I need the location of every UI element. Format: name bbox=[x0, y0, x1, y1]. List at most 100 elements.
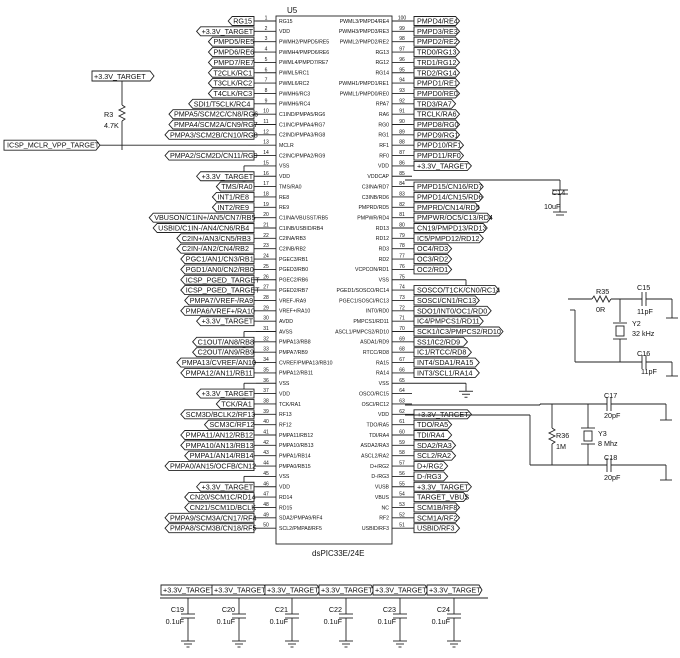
net-flag: OC2/RD1 bbox=[413, 264, 453, 275]
pin-number: 40 bbox=[263, 419, 269, 425]
pin-number: 54 bbox=[399, 492, 405, 498]
pin-name: VDD bbox=[279, 391, 290, 397]
c15-value: 11pF bbox=[637, 307, 653, 316]
pin-number: 18 bbox=[263, 191, 269, 197]
net-flag: USBID/RF3 bbox=[413, 523, 461, 534]
pin-number: 42 bbox=[263, 440, 269, 446]
pin-name: PMPA7/RB9 bbox=[279, 350, 308, 356]
pin-number: 81 bbox=[399, 212, 405, 218]
pin-name: RE9 bbox=[279, 205, 289, 211]
net-flag: TRCLK/RA6 bbox=[413, 109, 461, 120]
pin-number: 95 bbox=[399, 67, 405, 73]
pin-number: 45 bbox=[263, 471, 269, 477]
pin-number: 12 bbox=[263, 129, 269, 135]
pin-name: VBUS bbox=[375, 495, 390, 501]
mclr-pullup: +3.3V_TARGET R3 4.7K bbox=[91, 70, 155, 150]
pin-name: PMPA13/RB8 bbox=[279, 340, 311, 346]
net-flag: C2OUT/AN9/RB9 bbox=[192, 347, 255, 358]
pin-name: VREF-/RA9 bbox=[279, 298, 306, 304]
net-flag: PMPA9/SCM3A/CN17/RF4 bbox=[164, 512, 257, 523]
pin-number: 84 bbox=[399, 181, 405, 187]
pin-name: VSS bbox=[279, 474, 290, 480]
ic-reference: U5 bbox=[287, 6, 298, 15]
net-label: PMPA4/SCM2A/CN9/RG7 bbox=[174, 120, 258, 129]
pin-name: D-/RG3 bbox=[371, 474, 389, 480]
net-flag: TRD1/RG12 bbox=[413, 57, 461, 68]
net-flag: PMPD0/RE0 bbox=[413, 88, 461, 99]
net-label: PMPA9/SCM3A/CN17/RF4 bbox=[170, 513, 257, 522]
pin-name: AVSS bbox=[279, 329, 293, 335]
pin-name: RTCC/RD8 bbox=[363, 350, 389, 356]
net-flag: T4CLK/RC3 bbox=[207, 88, 255, 99]
pin-name: ASCL2/RA2 bbox=[361, 454, 389, 460]
pin-number: 43 bbox=[263, 450, 269, 456]
pin-number: 26 bbox=[263, 274, 269, 280]
pin-number: 3 bbox=[265, 36, 268, 42]
net-label: SCK1/IC3/PMPCS2/RD10 bbox=[417, 327, 501, 336]
net-label: D-/RG3 bbox=[417, 472, 441, 481]
net-label: +3.3V_TARGET bbox=[202, 317, 254, 326]
net-label: TRD3/RA7 bbox=[417, 99, 452, 108]
net-flag: PMPA5/SCM2C/CN8/RG6 bbox=[168, 109, 258, 120]
pin-number: 16 bbox=[263, 171, 269, 177]
pin-name: C3INA/RD7 bbox=[362, 184, 389, 190]
pin-number: 32 bbox=[263, 336, 269, 342]
net-label: PMPD14/CN15/RD6 bbox=[417, 192, 483, 201]
y2-crystal bbox=[615, 325, 625, 337]
net-flag: PGC1/AN1/CN3/RB1 bbox=[180, 254, 255, 264]
pin-number: 88 bbox=[399, 140, 405, 146]
pin-number: 46 bbox=[263, 481, 269, 487]
net-label: PMPA10/AN13/RB13 bbox=[186, 441, 254, 450]
net-label: OC2/RD1 bbox=[417, 265, 448, 274]
pin-number: 1 bbox=[265, 16, 268, 22]
net-label: CN20/SCM1C/RD14 bbox=[190, 493, 256, 502]
pin-number: 39 bbox=[263, 409, 269, 415]
pin-name: PMPA11/RB12 bbox=[279, 433, 313, 439]
net-flag: PMPD8/RG0 bbox=[413, 119, 461, 130]
net-label: PMPD3/RE3 bbox=[417, 27, 458, 36]
net-label: PMPD11/RF0 bbox=[417, 151, 461, 160]
r3-supply-flag bbox=[91, 70, 155, 82]
c15-ref: C15 bbox=[637, 283, 650, 292]
net-label: SCM1B/RF8 bbox=[417, 503, 457, 512]
net-flag: PMPRD/CN14/RD5 bbox=[413, 202, 480, 213]
net-flag: SCL2/RA2 bbox=[413, 450, 457, 461]
net-flag: INT2/RE9 bbox=[211, 202, 255, 213]
pin-number: 82 bbox=[399, 202, 405, 208]
net-flag: PMPA3/SCM2B/CN10/RG8 bbox=[164, 129, 258, 140]
pin-name: RA14 bbox=[376, 371, 389, 377]
pin-number: 29 bbox=[263, 305, 269, 311]
net-label: CN21/SCM1D/BCLK bbox=[190, 503, 257, 512]
pin-name: PWMH1/PMPD1/RE1 bbox=[339, 81, 389, 87]
ic-part-name: dsPIC33E/24E bbox=[312, 549, 364, 558]
net-label: PMPD10/RF1 bbox=[417, 141, 461, 150]
net-flag: TRD3/RA7 bbox=[413, 98, 457, 109]
net-label: PMPA6/VREF+/RA10 bbox=[186, 306, 255, 315]
pin-name: C2INB/RB2 bbox=[279, 247, 306, 253]
pin-number: 64 bbox=[399, 388, 405, 394]
cap-value: 0.1uF bbox=[270, 617, 289, 626]
pin-number: 75 bbox=[399, 274, 405, 280]
pin-name: MCLR bbox=[279, 143, 294, 149]
pin-number: 98 bbox=[399, 36, 405, 42]
net-flag: PMPA2/SCM2D/CN11/RG9 bbox=[164, 150, 258, 161]
net-flag: PMPD5/RE5 bbox=[207, 36, 255, 47]
net-label: PMPD8/RG0 bbox=[417, 120, 459, 129]
c16-ref: C16 bbox=[637, 349, 650, 358]
pin-number: 13 bbox=[263, 140, 269, 146]
net-label: INT2/RE9 bbox=[217, 203, 249, 212]
pin-name: RG1 bbox=[378, 133, 389, 139]
pin-number: 68 bbox=[399, 347, 405, 353]
pin-number: 49 bbox=[263, 512, 269, 518]
pin-name: VDD bbox=[378, 164, 389, 170]
net-flag: PMPD14/CN15/RD6 bbox=[413, 192, 484, 202]
pin-number: 62 bbox=[399, 409, 405, 415]
pin-name: TCK/RA1 bbox=[279, 402, 301, 408]
pin-number: 92 bbox=[399, 98, 405, 104]
cap-ref: C24 bbox=[437, 605, 450, 614]
net-flag: +3.3V_TARGET bbox=[413, 160, 473, 171]
net-label: PMPA0/AN15/OCFB/CN12 bbox=[170, 462, 256, 471]
net-flag: T3CLK/RC2 bbox=[207, 78, 255, 89]
